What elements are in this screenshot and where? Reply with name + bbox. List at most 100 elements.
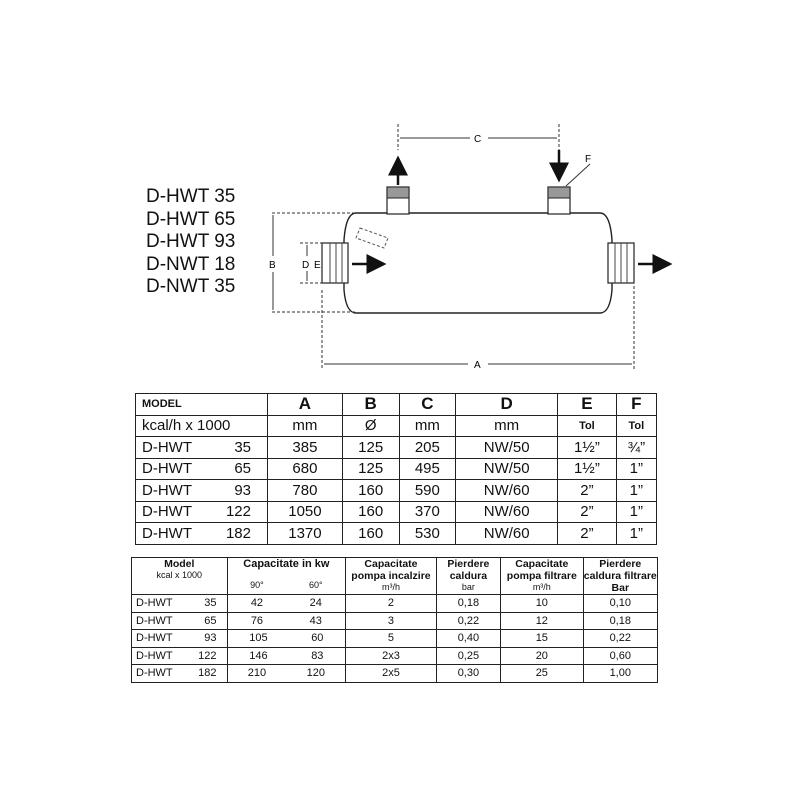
cell-b: 125: [341, 436, 400, 459]
dim-e-label: E: [314, 260, 321, 271]
dim-d-label: D: [302, 260, 309, 271]
dim-c-label: C: [474, 134, 481, 145]
cylinder-body: [343, 212, 613, 314]
model-name: D-HWT: [142, 481, 192, 499]
cell-e: 1½”: [557, 457, 617, 480]
cell-e: 2”: [557, 479, 617, 502]
capacity-table: Model kcal x 1000 Capacitate in kw 90° 6…: [131, 557, 659, 683]
model-name: D-HWT: [136, 597, 173, 610]
dim-b-label: B: [269, 260, 276, 271]
model-name: D-HWT: [142, 503, 192, 521]
model-num: 93: [204, 632, 217, 645]
cell-model: D-HWT 65: [131, 611, 228, 630]
th-pompa-filt-unit: m³/h: [532, 582, 551, 592]
cell-a: 1370: [267, 522, 343, 545]
model-name: D-HWT: [136, 614, 173, 627]
model-num: 182: [225, 524, 251, 542]
unit-b: Ø: [341, 414, 400, 437]
model-list-item: D-HWT 93: [146, 231, 236, 252]
th-cap: Capacitate in kw 90° 60°: [226, 557, 347, 595]
cell-f: 1”: [615, 457, 658, 480]
cell-d: NW/60: [455, 522, 559, 545]
cell-e: 1½”: [557, 436, 617, 459]
unit-c: mm: [398, 414, 457, 437]
th-unit: kcal/h x 1000: [135, 414, 268, 437]
cap-90: 42: [250, 597, 264, 610]
cell-c: 370: [398, 500, 457, 523]
cell-pierdere-filt: 0,18: [582, 611, 659, 630]
cell-a: 780: [267, 479, 343, 502]
cap-90: 146: [249, 649, 268, 662]
th-col-c: C: [398, 393, 457, 416]
cell-a: 680: [267, 457, 343, 480]
cell-pompa-inc: 5: [345, 629, 437, 648]
cell-c: 590: [398, 479, 457, 502]
cell-f: 1”: [615, 500, 658, 523]
cell-pierdere-filt: 0,22: [582, 629, 659, 648]
model-num: 35: [234, 438, 251, 456]
cell-d: NW/50: [455, 457, 559, 480]
model-name: D-HWT: [136, 649, 173, 662]
th-col-f: F: [615, 393, 658, 416]
cell-pompa-filt: 25: [500, 664, 584, 683]
th-pierdere-filt: Pierdere caldura filtrare Bar: [582, 557, 659, 595]
cap-60: 43: [309, 614, 322, 627]
model-list-item: D-HWT 65: [146, 208, 236, 230]
th-pompa-inc: Capacitate pompa incalzire m³/h: [345, 557, 437, 595]
cell-pompa-inc: 2: [345, 594, 437, 613]
cell-pierdere-filt: 0,60: [582, 646, 659, 665]
th-cap-90: 90°: [250, 580, 264, 590]
cell-b: 160: [341, 522, 400, 545]
cap-90: 210: [247, 667, 267, 680]
cell-pierdere-filt: 1,00: [582, 664, 659, 683]
th-col-e: E: [557, 393, 617, 416]
cell-b: 160: [341, 500, 400, 523]
cell-pierdere: 0,18: [435, 594, 502, 613]
cell-pierdere: 0,25: [435, 646, 502, 665]
cell-pierdere: 0,40: [435, 629, 502, 648]
model-name: D-HWT: [142, 524, 192, 542]
th-model2: Model kcal x 1000: [131, 557, 228, 595]
unit-a: mm: [267, 414, 343, 437]
cell-pierdere: 0,30: [435, 664, 502, 683]
cell-pierdere-filt: 0,10: [582, 594, 659, 613]
cell-f: 1”: [615, 479, 658, 502]
cell-d: NW/50: [455, 436, 559, 459]
cap-60: 120: [306, 667, 325, 680]
cell-pompa-inc: 3: [345, 611, 437, 630]
unit-e: Tol: [557, 414, 617, 437]
cell-pompa-inc: 2x5: [345, 664, 437, 683]
cell-cap: 210 120: [226, 664, 347, 683]
dim-f-label: F: [585, 154, 591, 165]
th-pompa-inc-unit: m³/h: [381, 582, 400, 592]
cell-c: 205: [398, 436, 457, 459]
cell-e: 2”: [557, 522, 617, 545]
model-num: 65: [204, 614, 217, 627]
th-col-b: B: [341, 393, 400, 416]
cell-b: 125: [341, 457, 400, 480]
left-connector: [321, 242, 349, 284]
th-pierdere-unit: bar: [461, 582, 475, 592]
cap-60: 60: [311, 632, 324, 645]
model-list-item: D-NWT 18: [146, 253, 236, 275]
cell-c: 530: [398, 522, 457, 545]
cell-e: 2”: [557, 500, 617, 523]
model-name: D-HWT: [142, 460, 192, 478]
cell-pompa-filt: 12: [500, 611, 584, 630]
th-model2-sub: kcal x 1000: [156, 570, 203, 580]
dimensions-table: MODEL A B C D E F kcal/h x 1000 mm Ø mm …: [135, 393, 658, 545]
